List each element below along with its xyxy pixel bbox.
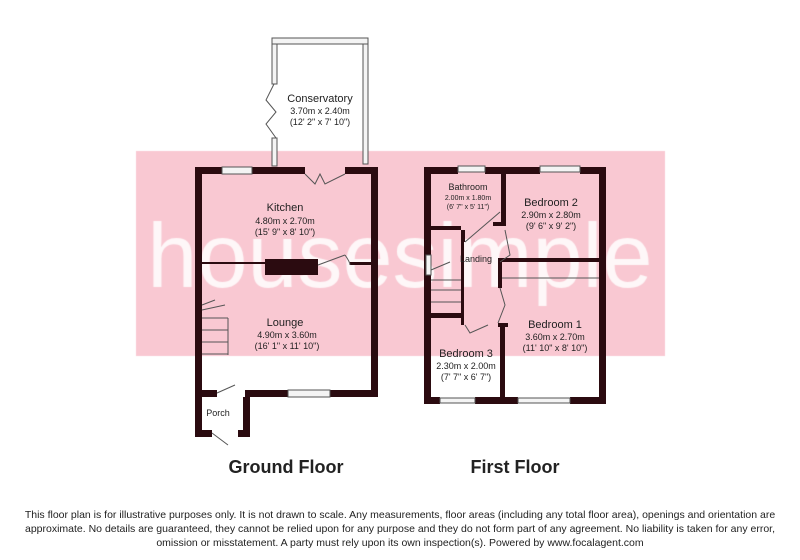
room-porch-name: Porch — [206, 408, 230, 418]
room-landing-name: Landing — [460, 254, 492, 264]
room-lounge-metric: 4.90m x 3.60m — [257, 330, 317, 340]
disclaimer: This floor plan is for illustrative purp… — [24, 509, 776, 549]
ground-floor-plan — [195, 37, 378, 446]
room-bedroom2-imperial: (9' 6" x 9' 2") — [526, 221, 576, 231]
room-conservatory-imperial: (12' 2" x 7' 10") — [290, 117, 350, 127]
room-bedroom1-metric: 3.60m x 2.70m — [525, 332, 585, 342]
room-kitchen-name: Kitchen — [267, 202, 304, 214]
room-conservatory-name: Conservatory — [287, 93, 353, 105]
ground-floor-label: Ground Floor — [229, 457, 344, 477]
room-lounge-name: Lounge — [267, 317, 304, 329]
room-lounge-imperial: (16' 1" x 11' 10") — [255, 341, 320, 351]
room-bathroom-imperial: (6' 7" x 5' 11") — [447, 204, 490, 211]
room-bedroom2-name: Bedroom 2 — [524, 197, 578, 209]
room-conservatory-metric: 3.70m x 2.40m — [290, 106, 350, 116]
room-kitchen-imperial: (15' 9" x 8' 10") — [255, 227, 315, 237]
room-bedroom3-imperial: (7' 7" x 6' 7") — [441, 372, 491, 382]
room-bedroom1-name: Bedroom 1 — [528, 319, 582, 331]
room-bedroom2-metric: 2.90m x 2.80m — [521, 210, 581, 220]
room-bathroom-metric: 2.00m x 1.80m — [445, 195, 491, 202]
room-bedroom3-name: Bedroom 3 — [439, 348, 493, 360]
room-bathroom-name: Bathroom — [448, 182, 487, 192]
first-floor-label: First Floor — [471, 457, 560, 477]
room-kitchen-metric: 4.80m x 2.70m — [255, 216, 315, 226]
first-floor-plan — [424, 165, 606, 404]
room-bedroom1-imperial: (11' 10" x 8' 10") — [523, 343, 588, 353]
room-bedroom3-metric: 2.30m x 2.00m — [436, 361, 496, 371]
